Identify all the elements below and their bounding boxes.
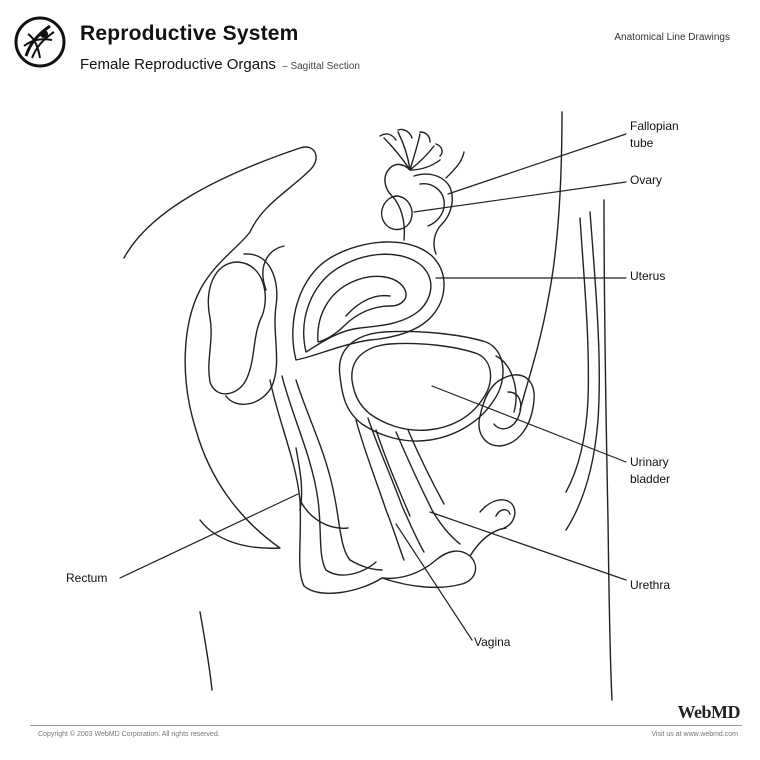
section-text: – Sagittal Section [282, 61, 360, 72]
label-rectum: Rectum [66, 571, 108, 585]
body-outline-front [519, 111, 563, 411]
webmd-logo-icon [14, 16, 66, 68]
label-ovary: Ovary [630, 173, 663, 187]
label-urinary-bladder-line1: Urinary [630, 455, 669, 469]
label-fallopian-tube: Fallopian tube [630, 118, 679, 152]
abdominal-wall [603, 199, 613, 701]
leader-lines [119, 133, 627, 641]
subtitle-text: Female Reproductive Organs [80, 56, 276, 73]
uterus-outline [292, 241, 445, 361]
label-urinary-bladder: Urinary bladder [630, 454, 670, 488]
vagina-outline [355, 419, 405, 561]
bladder-outline [338, 330, 504, 442]
label-fallopian-tube-line1: Fallopian [630, 119, 679, 133]
sacrum [207, 261, 266, 395]
label-urethra: Urethra [630, 578, 671, 592]
body-outline-back [123, 146, 317, 549]
page-subtitle: Female Reproductive Organs – Sagittal Se… [80, 56, 360, 73]
rectum-outline [269, 379, 383, 594]
copyright-text: Copyright © 2003 WebMD Corporation. All … [38, 731, 220, 738]
labia [381, 550, 477, 589]
fallopian-tube [384, 163, 411, 241]
header: Reproductive System Female Reproductive … [0, 0, 760, 84]
webmd-brand-logo: WebMD [677, 702, 741, 722]
tagline: Anatomical Line Drawings [614, 32, 730, 43]
label-fallopian-tube-line2: tube [630, 136, 654, 150]
footer-url: Visit us at www.webmd.com [651, 731, 738, 738]
thigh-outline [199, 611, 213, 691]
footer-divider [30, 725, 742, 726]
pubic-bone [478, 374, 535, 447]
page-title: Reproductive System [80, 22, 299, 45]
ovary-outline [380, 195, 413, 231]
label-urinary-bladder-line2: bladder [630, 472, 671, 486]
label-vagina: Vagina [474, 635, 511, 649]
label-uterus: Uterus [630, 269, 666, 283]
urethra-outline [395, 431, 461, 545]
abdominal-wall-inner [565, 217, 590, 493]
